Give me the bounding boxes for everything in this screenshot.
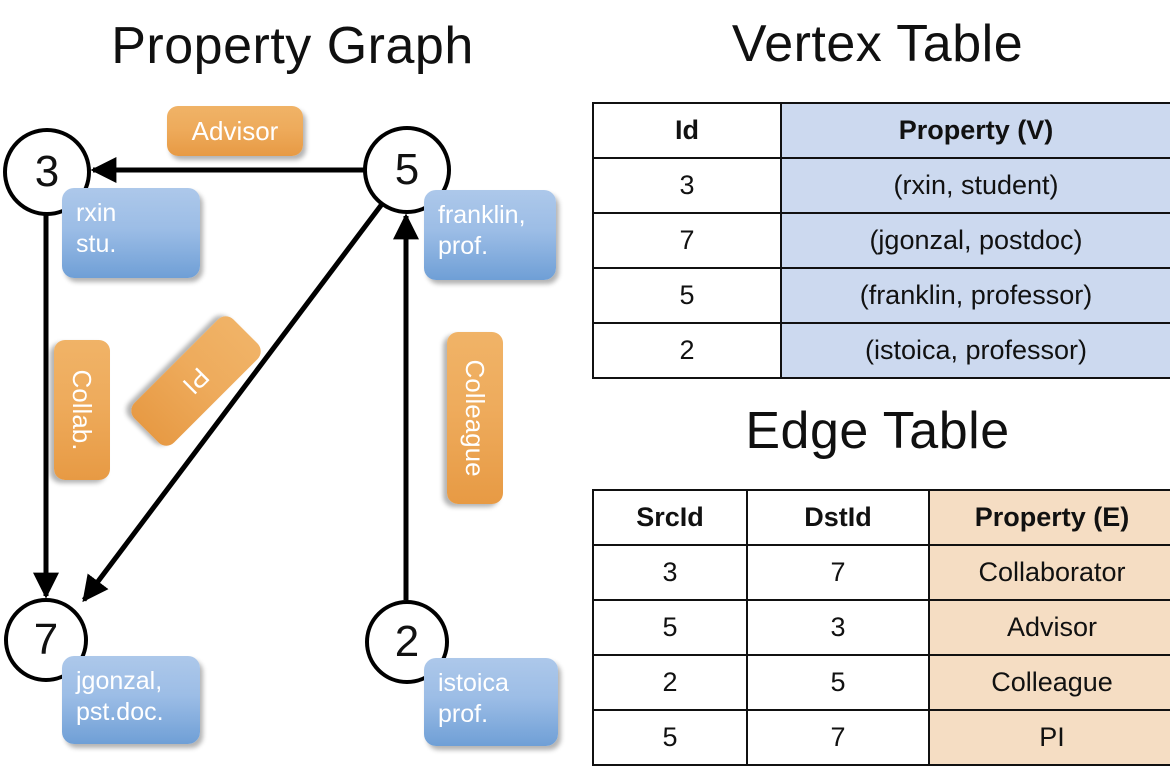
edge-cell-src: 5 (592, 599, 748, 656)
edge-cell-dst: 7 (746, 544, 930, 601)
edge-table-header-property: Property (E) (928, 489, 1170, 546)
edge-cell-dst: 3 (746, 599, 930, 656)
edge-label-collab: Collab. (54, 340, 110, 480)
vertex-cell-property: (jgonzal, postdoc) (780, 212, 1170, 269)
graph-node-5-label: 5 (394, 145, 420, 194)
vertex-table-header-id: Id (592, 102, 782, 159)
edge-label-advisor-text: Advisor (191, 115, 279, 146)
vertex-property-line-1: istoica (438, 669, 509, 697)
vertex-cell-id: 3 (592, 157, 782, 214)
page-title-property-graph: Property Graph (111, 17, 474, 75)
vertex-property-box-jgonzal: jgonzal, pst.doc. (62, 656, 200, 744)
table-row[interactable]: 3 7 Collaborator (592, 544, 1170, 601)
vertex-cell-property: (istoica, professor) (780, 322, 1170, 379)
vertex-property-box-franklin: franklin, prof. (424, 190, 556, 280)
vertex-property-line-2: prof. (438, 700, 489, 729)
vertex-property-line-1: franklin, (438, 201, 526, 229)
graph-node-3-label: 3 (34, 147, 60, 196)
edge-cell-property: Collaborator (928, 544, 1170, 601)
edge-cell-src: 3 (592, 544, 748, 601)
graph-node-2[interactable]: 2 (365, 600, 449, 684)
graph-node-2-label: 2 (394, 617, 420, 666)
edge-cell-property: Advisor (928, 599, 1170, 656)
table-row[interactable]: 2 (istoica, professor) (592, 322, 1170, 379)
table-header-row: SrcId DstId Property (E) (592, 489, 1170, 546)
table-header-row: Id Property (V) (592, 102, 1170, 159)
vertex-table: Id Property (V) 3 (rxin, student) 7 (jgo… (592, 102, 1170, 379)
edge-cell-src: 5 (592, 709, 748, 766)
edge-label-advisor: Advisor (167, 106, 303, 156)
edge-table-header-srcid: SrcId (592, 489, 748, 546)
vertex-cell-property: (franklin, professor) (780, 267, 1170, 324)
table-row[interactable]: 5 (franklin, professor) (592, 267, 1170, 324)
edge-cell-dst: 5 (746, 654, 930, 711)
vertex-property-line-1: rxin (76, 199, 117, 227)
edge-label-colleague: Colleague (447, 332, 503, 504)
vertex-cell-id: 2 (592, 322, 782, 379)
edge-cell-src: 2 (592, 654, 748, 711)
edge-arrow-5-to-7 (82, 202, 384, 603)
edge-label-collab-text: Collab. (67, 369, 98, 451)
page-title-edge-table: Edge Table (745, 402, 1010, 460)
vertex-table-header-property: Property (V) (780, 102, 1170, 159)
table-row[interactable]: 5 7 PI (592, 709, 1170, 766)
vertex-cell-id: 5 (592, 267, 782, 324)
edge-cell-property: Colleague (928, 654, 1170, 711)
edge-table: SrcId DstId Property (E) 3 7 Collaborato… (592, 489, 1170, 766)
vertex-property-line-1: jgonzal, (76, 667, 163, 695)
table-row[interactable]: 2 5 Colleague (592, 654, 1170, 711)
vertex-property-line-2: pst.doc. (76, 698, 164, 727)
vertex-property-line-2: prof. (438, 232, 489, 261)
vertex-property-box-istoica: istoica prof. (424, 658, 558, 746)
vertex-property-box-rxin: rxin stu. (62, 188, 200, 278)
vertex-cell-id: 7 (592, 212, 782, 269)
property-graph-diagram: 3 5 7 2 rxin stu. franklin, prof. jgonza… (0, 0, 585, 760)
edge-label-pi-text: PI (177, 362, 216, 401)
vertex-property-line-2: stu. (76, 230, 117, 259)
table-row[interactable]: 3 (rxin, student) (592, 157, 1170, 214)
edge-cell-property: PI (928, 709, 1170, 766)
edge-table-header-dstid: DstId (746, 489, 930, 546)
table-row[interactable]: 7 (jgonzal, postdoc) (592, 212, 1170, 269)
vertex-cell-property: (rxin, student) (780, 157, 1170, 214)
edge-label-colleague-text: Colleague (460, 359, 491, 477)
graph-node-7-label: 7 (33, 615, 59, 664)
table-row[interactable]: 5 3 Advisor (592, 599, 1170, 656)
graph-node-5[interactable]: 5 (363, 126, 451, 214)
edge-cell-dst: 7 (746, 709, 930, 766)
page-title-vertex-table: Vertex Table (731, 15, 1024, 73)
graph-edges-svg (33, 157, 419, 603)
